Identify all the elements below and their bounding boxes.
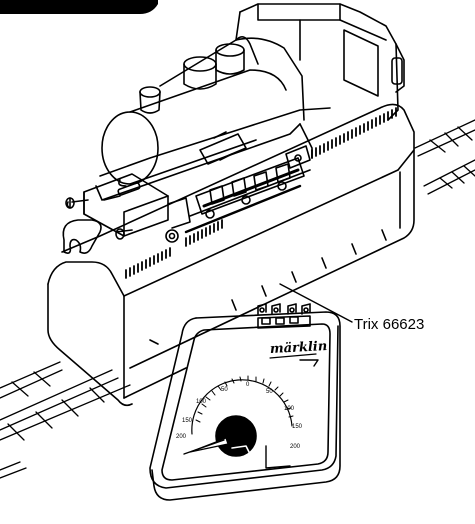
dial-label: 150 <box>182 418 193 424</box>
controller-brand: märklin <box>270 339 328 357</box>
track-left-icon <box>0 361 131 479</box>
dial-label: 200 <box>176 434 187 440</box>
header-tab <box>0 0 158 14</box>
track-right-icon <box>414 119 475 195</box>
dial-label: 150 <box>292 424 303 430</box>
test-stand-icon <box>47 103 415 407</box>
callout-label: Trix 66623 <box>354 316 425 333</box>
dial-label: 200 <box>290 444 301 450</box>
dial-scale-icon <box>191 379 293 435</box>
dial-ticks-icon <box>195 375 294 423</box>
callout-leader-line <box>279 283 353 323</box>
dial-label: 50 <box>221 387 228 393</box>
dial-label: 50 <box>266 389 273 395</box>
speed-knob[interactable] <box>215 415 257 457</box>
dial-label: 100 <box>196 399 207 405</box>
dial-label: 0 <box>246 382 250 388</box>
terminal-icon <box>257 303 311 329</box>
dial-label: 100 <box>284 406 295 412</box>
controller-icon: märklin 200 150 100 50 0 50 100 150 200 <box>149 303 341 501</box>
locomotive-icon <box>62 3 405 254</box>
